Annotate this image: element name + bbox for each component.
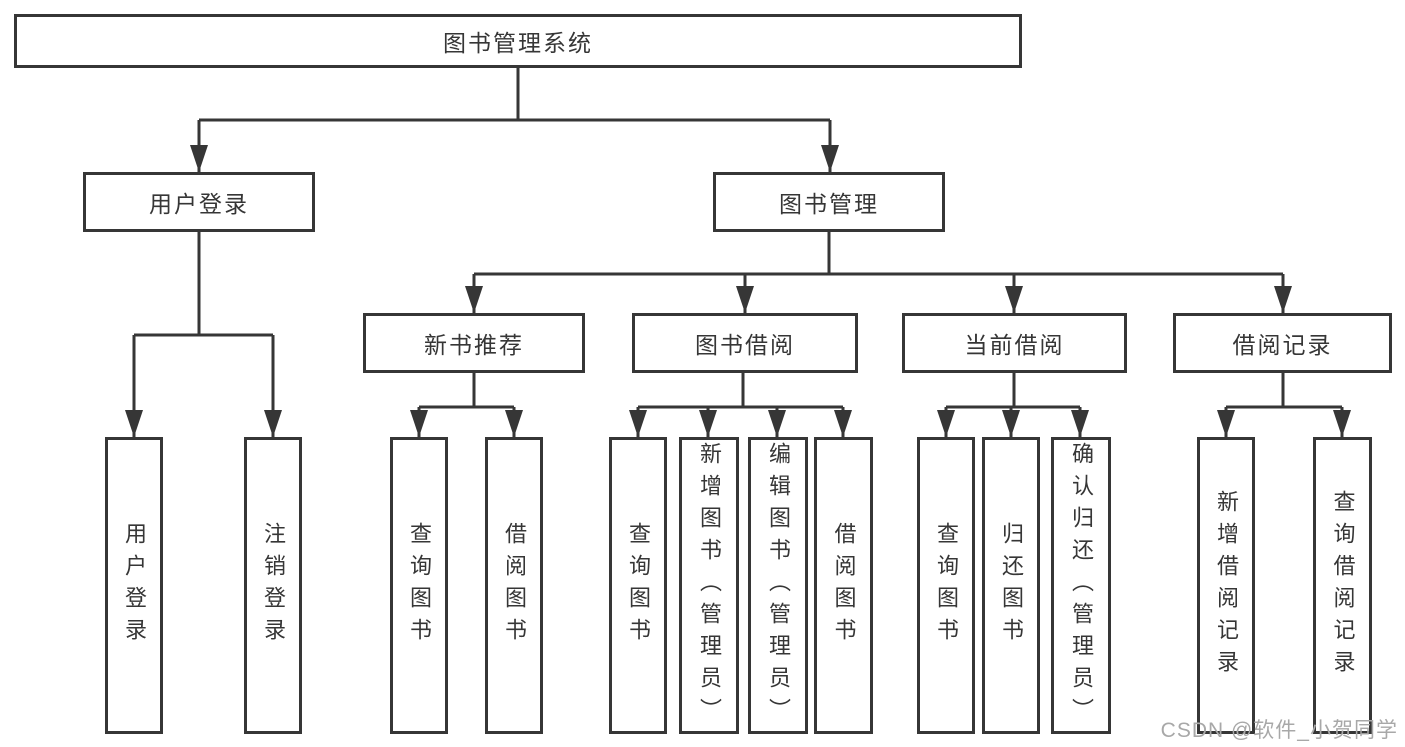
- node-leaf-logout-label: 注销登录: [261, 521, 286, 650]
- node-borrowing-records: 借阅记录: [1173, 313, 1392, 373]
- node-current-borrowing: 当前借阅: [902, 313, 1127, 373]
- node-leaf-borrow-books-recommend: 借阅图书: [485, 437, 543, 734]
- node-leaf-borrow-books-borrowing-label: 借阅图书: [831, 521, 857, 650]
- node-leaf-add-book-admin: 新增图书（管理员）: [679, 437, 739, 734]
- node-current-borrowing-label: 当前借阅: [964, 332, 1065, 358]
- node-leaf-add-book-admin-label: 新增图书（管理员）: [697, 441, 722, 730]
- node-leaf-logout: 注销登录: [244, 437, 302, 734]
- csdn-watermark: CSDN @软件_小贺同学: [1160, 719, 1398, 742]
- node-leaf-query-books-current-label: 查询图书: [934, 521, 959, 650]
- node-leaf-query-books-borrowing: 查询图书: [609, 437, 667, 734]
- node-leaf-add-borrow-record-label: 新增借阅记录: [1214, 489, 1239, 682]
- node-leaf-return-book-label: 归还图书: [999, 521, 1024, 650]
- node-leaf-user-login: 用户登录: [105, 437, 163, 734]
- node-leaf-query-books-recommend-label: 查询图书: [407, 521, 432, 650]
- node-leaf-add-borrow-record: 新增借阅记录: [1197, 437, 1255, 734]
- node-leaf-borrow-books-recommend-label: 借阅图书: [502, 521, 527, 650]
- node-leaf-query-books-borrowing-label: 查询图书: [626, 521, 651, 650]
- node-book-borrowing: 图书借阅: [632, 313, 858, 373]
- node-leaf-confirm-return-admin-label: 确认归还（管理员）: [1069, 441, 1094, 730]
- node-leaf-edit-book-admin: 编辑图书（管理员）: [748, 437, 808, 734]
- node-leaf-user-login-label: 用户登录: [122, 521, 147, 650]
- node-leaf-query-books-current: 查询图书: [917, 437, 975, 734]
- node-new-book-recommend-label: 新书推荐: [424, 332, 524, 358]
- node-leaf-return-book: 归还图书: [982, 437, 1040, 734]
- node-new-book-recommend: 新书推荐: [363, 313, 585, 373]
- node-book-borrowing-label: 图书借阅: [695, 332, 795, 358]
- node-leaf-query-borrow-record: 查询借阅记录: [1313, 437, 1372, 734]
- node-leaf-borrow-books-borrowing: 借阅图书: [814, 437, 873, 734]
- node-leaf-query-books-recommend: 查询图书: [390, 437, 448, 734]
- node-book-management-label: 图书管理: [779, 191, 879, 217]
- node-borrowing-records-label: 借阅记录: [1232, 332, 1333, 358]
- node-library-system: 图书管理系统: [14, 14, 1022, 68]
- node-leaf-confirm-return-admin: 确认归还（管理员）: [1051, 437, 1111, 734]
- node-user-login: 用户登录: [83, 172, 315, 232]
- node-library-system-label: 图书管理系统: [443, 30, 593, 56]
- node-leaf-edit-book-admin-label: 编辑图书（管理员）: [766, 441, 791, 730]
- node-leaf-query-borrow-record-label: 查询借阅记录: [1330, 489, 1356, 682]
- node-book-management: 图书管理: [713, 172, 945, 232]
- node-user-login-label: 用户登录: [149, 191, 249, 217]
